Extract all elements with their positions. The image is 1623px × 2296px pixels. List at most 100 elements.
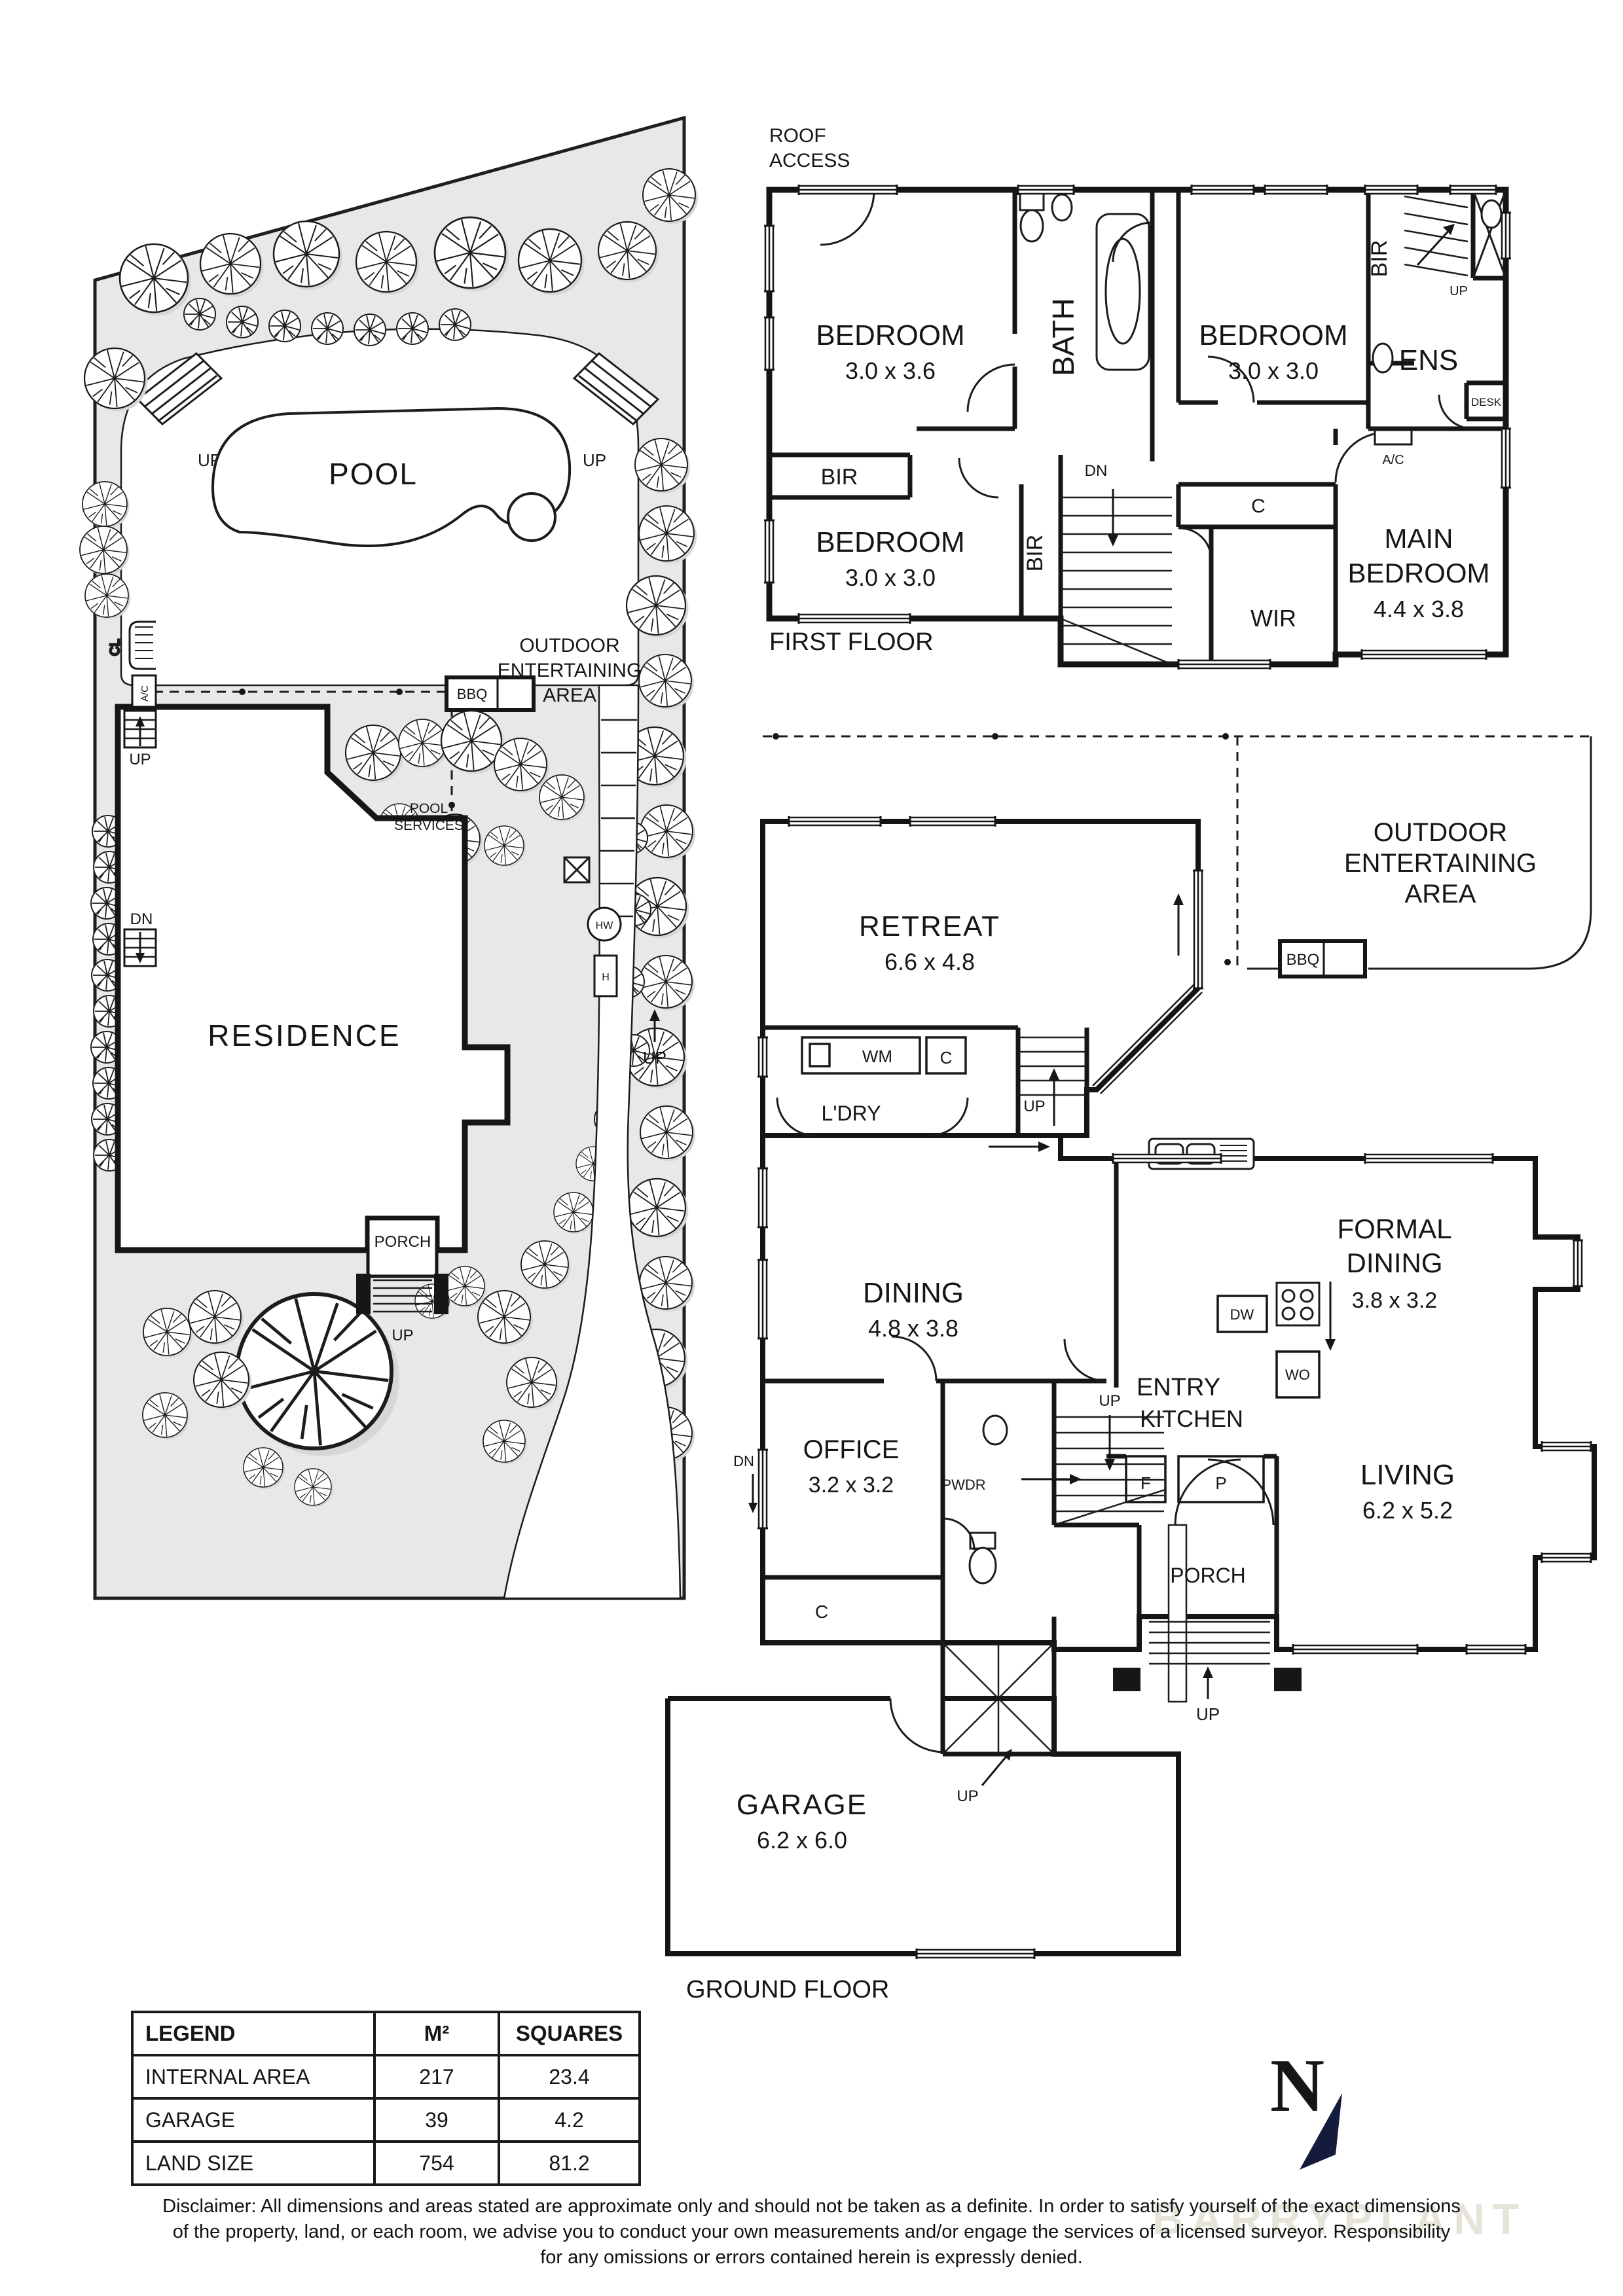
- disclaimer: Disclaimer: All dimensions and areas sta…: [0, 2194, 1623, 2270]
- ff-wir-label: WIR: [1250, 605, 1296, 632]
- services-box-icon: [563, 856, 591, 884]
- svg-text:H: H: [602, 972, 610, 983]
- site-outdoor-label-1: OUTDOOR: [519, 635, 619, 656]
- legend-header-m2: M²: [373, 2011, 500, 2056]
- north-needle-icon: [1300, 2093, 1342, 2170]
- laundry-c-label: C: [940, 1048, 953, 1067]
- ff-door-arcs: [820, 190, 1474, 560]
- legend-header: LEGEND: [131, 2011, 376, 2056]
- svg-text:UP: UP: [129, 751, 151, 768]
- gf-door-arcs: [776, 1097, 1275, 1753]
- retreat-angled-window: [1092, 984, 1203, 1094]
- clothesline: CL: [107, 620, 156, 670]
- ens-shower: [1472, 189, 1507, 279]
- site-porch: PORCH UP: [356, 1217, 448, 1344]
- svg-text:DN: DN: [130, 910, 153, 928]
- ff-internal-walls: [769, 190, 1506, 664]
- svg-text:P: P: [1215, 1473, 1226, 1493]
- legend-land-label: LAND SIZE: [131, 2140, 376, 2186]
- ff-stairs: [1062, 496, 1172, 645]
- hall-c-label: C: [815, 1602, 828, 1622]
- svg-text:UP: UP: [957, 1787, 978, 1805]
- svg-text:BBQ: BBQ: [1286, 951, 1320, 969]
- pool-label: POOL: [329, 457, 418, 491]
- ff-ac-unit: [1374, 429, 1413, 446]
- kitchen-label: KITCHEN: [1140, 1405, 1243, 1432]
- stove: [1275, 1282, 1321, 1327]
- gf-garage-outline: [665, 1696, 1181, 1956]
- ff-dn-label: DN: [1085, 462, 1108, 480]
- legend-row-land: LAND SIZE 754 81.2: [131, 2140, 641, 2186]
- ff-main-name-1: MAIN: [1385, 523, 1453, 554]
- dining-dims: 4.8 x 3.8: [868, 1315, 958, 1342]
- site-plan: UP UP POOL OUTDOOR ENTERTAINING AREA BBQ: [79, 115, 699, 1600]
- entry-stair-diag: [1053, 1488, 1166, 1526]
- legend-garage-label: GARAGE: [131, 2097, 376, 2143]
- gf-drive-strip: [1167, 1524, 1188, 1703]
- ff-c-label: C: [1251, 495, 1266, 517]
- wall-oven: WO: [1275, 1350, 1321, 1399]
- site-outdoor-label-3: AREA: [543, 685, 596, 706]
- ff-stair-diagonal: [1060, 617, 1173, 666]
- site-up-right-label: UP: [583, 450, 606, 470]
- site-stairs-dn: DN: [123, 910, 157, 967]
- living-dims: 6.2 x 5.2: [1362, 1497, 1453, 1524]
- svg-text:PORCH: PORCH: [1170, 1564, 1246, 1587]
- ff-bath-label: BATH: [1046, 298, 1080, 376]
- first-floor-plan: ROOF ACCESS: [764, 125, 1511, 670]
- gf-outdoor-solid: [1247, 736, 1592, 970]
- path-steps: [600, 719, 637, 918]
- gf-windows: [757, 816, 1592, 1959]
- gf-porch: PORCH UP: [1113, 1564, 1302, 1724]
- pwdr-fixtures: [968, 1414, 1008, 1585]
- dining-name: DINING: [863, 1277, 964, 1309]
- dishwasher: DW: [1216, 1295, 1268, 1333]
- svg-text:A/C: A/C: [139, 685, 151, 702]
- north-arrow: N: [1270, 2044, 1342, 2170]
- roof-access-label-1: ROOF: [769, 125, 826, 147]
- legend-internal-m2: 217: [373, 2054, 500, 2100]
- ff-desk-label: DESK: [1471, 396, 1502, 408]
- svg-text:F: F: [1140, 1473, 1151, 1493]
- svg-text:WO: WO: [1285, 1367, 1310, 1383]
- kitchen-arrow-down: [1325, 1282, 1336, 1351]
- legend-row-garage: GARAGE 39 4.2: [131, 2097, 641, 2143]
- hot-water-unit: HW: [587, 906, 622, 942]
- disclaimer-line-1: Disclaimer: All dimensions and areas sta…: [162, 2196, 1461, 2217]
- gf-flow-arrows: [989, 893, 1184, 1484]
- svg-text:UP: UP: [1099, 1392, 1120, 1410]
- ff-dn-arrow: [1108, 489, 1118, 547]
- svg-text:UP: UP: [392, 1327, 413, 1344]
- disclaimer-line-3: for any omissions or errors contained he…: [540, 2247, 1083, 2268]
- site-dashed-line: [154, 691, 453, 857]
- legend-header-squares: SQUARES: [498, 2011, 641, 2056]
- pool-stairs-left: [136, 352, 223, 425]
- ground-floor-title: GROUND FLOOR: [686, 1976, 889, 2003]
- pool-stairs-right: [572, 352, 660, 425]
- watermark-text: BARRYPLANT: [1152, 2195, 1527, 2243]
- svg-text:UP: UP: [1196, 1704, 1220, 1724]
- formal-dims: 3.8 x 3.2: [1352, 1288, 1437, 1313]
- gf-outdoor-label-3: AREA: [1405, 880, 1476, 908]
- svg-text:DW: DW: [1230, 1306, 1254, 1323]
- pool-spa: [507, 492, 556, 542]
- ff-ens-label: ENS: [1399, 344, 1458, 376]
- ff-bir-top-label: BIR: [821, 465, 858, 490]
- first-floor-title: FIRST FLOOR: [769, 628, 934, 656]
- ff-bed1-dims: 3.0 x 3.6: [845, 357, 936, 384]
- pool-services-label-1: POOL: [410, 801, 448, 816]
- legend-row-internal: INTERNAL AREA 217 23.4: [131, 2054, 641, 2100]
- svg-text:PORCH: PORCH: [374, 1233, 431, 1251]
- pool-services-label-2: SERVICES: [394, 818, 464, 833]
- ff-bed3-name: BEDROOM: [816, 526, 964, 558]
- retreat-name: RETREAT: [859, 910, 1000, 942]
- ff-main-name-2: BEDROOM: [1347, 558, 1489, 588]
- svg-text:UP: UP: [643, 1048, 666, 1067]
- ff-bir-stair-label: BIR: [1023, 535, 1048, 572]
- roof-access-label-2: ACCESS: [769, 150, 850, 171]
- laundry-bench: [801, 1036, 967, 1075]
- office-dims: 3.2 x 3.2: [809, 1473, 894, 1498]
- legend-table: LEGEND M² SQUARES INTERNAL AREA 217 23.4…: [131, 2011, 641, 2186]
- ens-stair-treads: [1404, 195, 1468, 277]
